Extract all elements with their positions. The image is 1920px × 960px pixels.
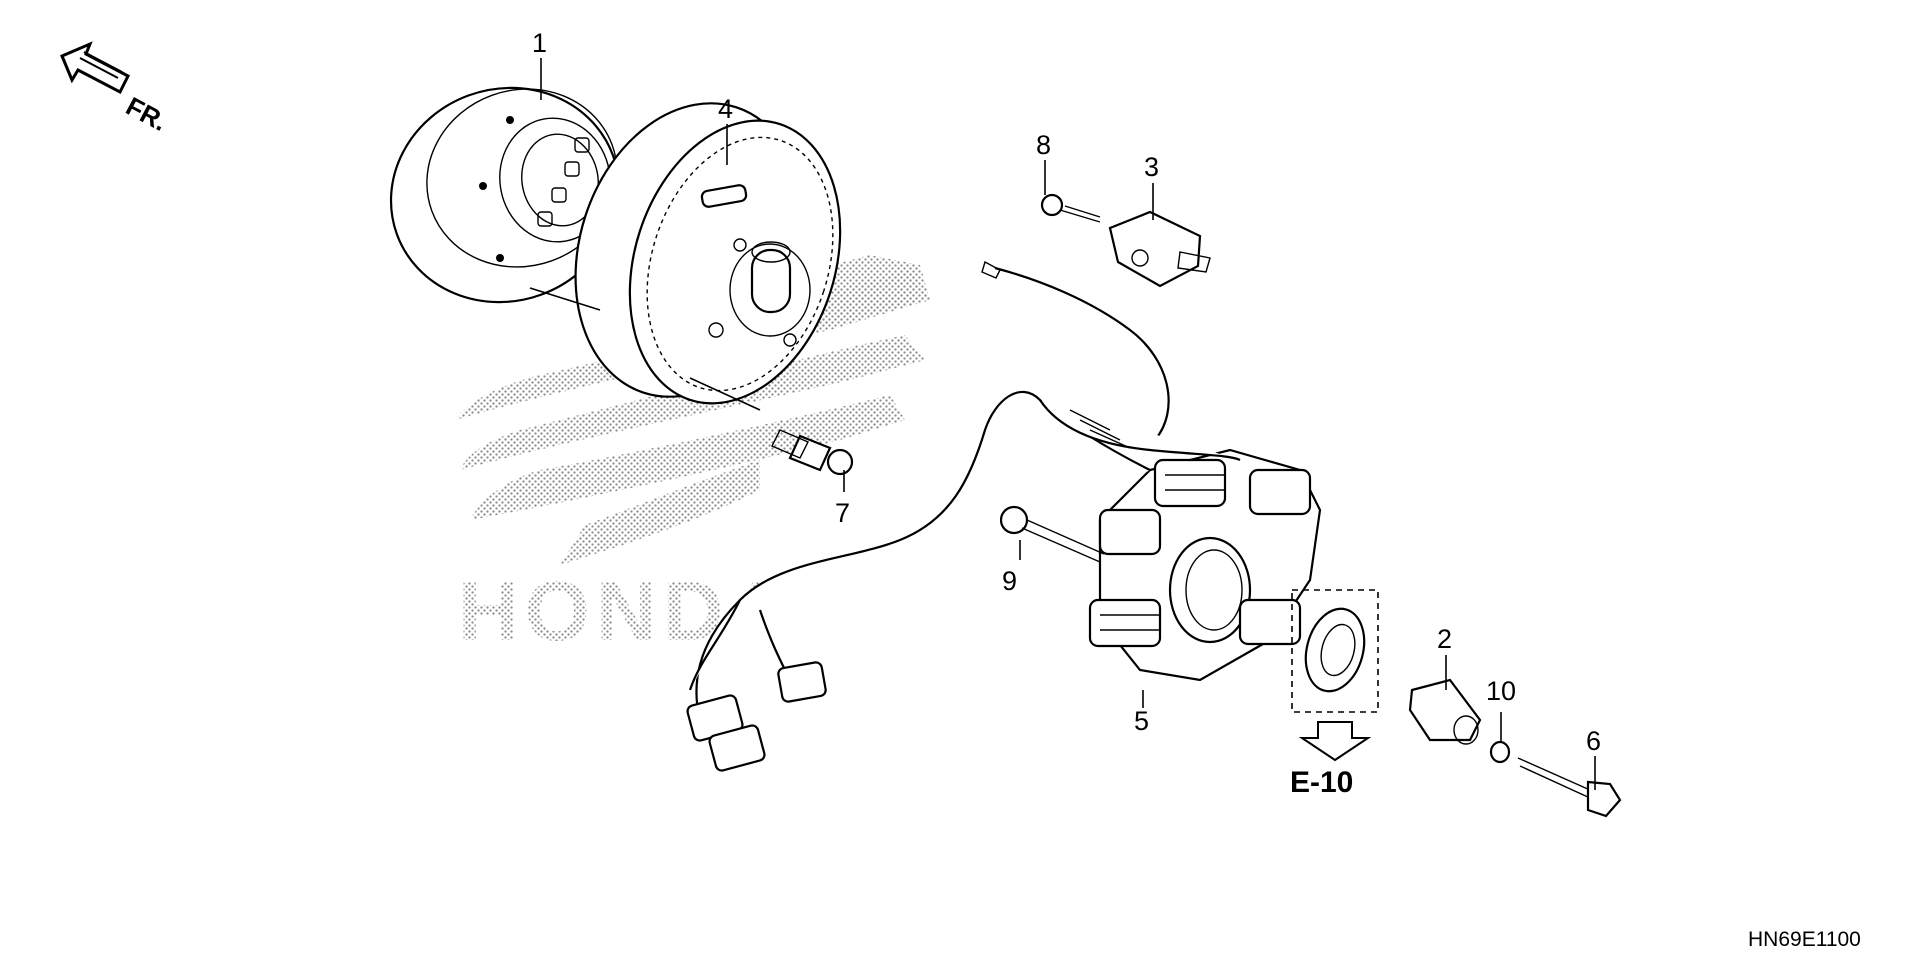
starter-clutch-ring (389, 86, 621, 304)
callout-3: 3 (1144, 152, 1159, 182)
callout-6: 6 (1586, 726, 1601, 756)
pulser-screw (1040, 193, 1101, 223)
flywheel (574, 102, 842, 405)
callout-4: 4 (718, 94, 733, 124)
front-direction-arrow-icon (60, 41, 130, 95)
flywheel-bolt (689, 377, 854, 476)
callout-2: 2 (1437, 624, 1452, 654)
callout-7: 7 (835, 498, 850, 528)
spacer-collar (1408, 678, 1482, 745)
pulser-generator (1108, 210, 1211, 288)
down-arrow-icon (1298, 721, 1372, 762)
e10-reference-box (1291, 589, 1379, 762)
stator-coil (1088, 448, 1322, 682)
wiring-harness (686, 390, 1241, 772)
callout-10: 10 (1486, 676, 1516, 706)
washer (1489, 740, 1511, 764)
callout-1: 1 (532, 28, 547, 58)
callout-5: 5 (1134, 706, 1149, 736)
callout-8: 8 (1036, 130, 1051, 160)
callout-9: 9 (1002, 566, 1017, 596)
reference-label-e10: E-10 (1290, 766, 1353, 799)
diagram-code: HN69E1100 (1748, 928, 1861, 951)
front-direction-label: FR. (121, 91, 172, 137)
leader-lines (540, 58, 1596, 790)
flange-bolt (1517, 757, 1622, 818)
stator-bolt (999, 505, 1105, 563)
